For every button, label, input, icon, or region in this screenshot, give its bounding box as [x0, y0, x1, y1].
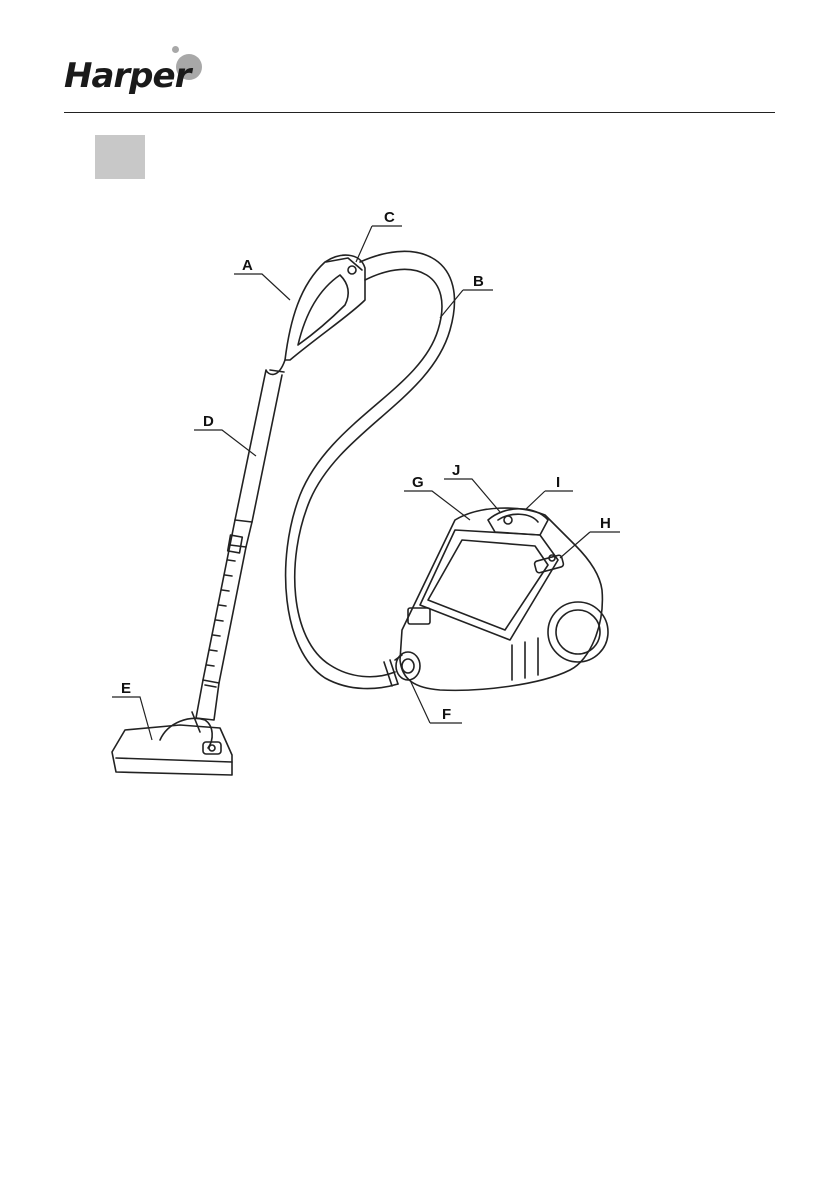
- callout-j: J: [452, 462, 460, 479]
- leader-d: [194, 430, 256, 456]
- hose-inlet: [396, 652, 420, 680]
- callout-b: B: [473, 273, 484, 290]
- leader-f: [410, 680, 462, 723]
- handle-grip: [285, 255, 365, 360]
- callout-g: G: [412, 474, 424, 491]
- leader-i: [525, 491, 573, 510]
- leader-b: [440, 290, 493, 318]
- canister-body: [400, 508, 602, 690]
- leader-e: [112, 697, 152, 740]
- callout-c: C: [384, 209, 395, 226]
- callout-e: E: [121, 680, 131, 697]
- callout-a: A: [242, 257, 253, 274]
- leader-c: [356, 226, 402, 262]
- callout-f: F: [442, 706, 451, 723]
- rear-wheel: [548, 602, 608, 662]
- callout-i: I: [556, 474, 560, 491]
- leader-h: [560, 532, 620, 558]
- callout-h: H: [600, 515, 611, 532]
- leader-g: [404, 491, 470, 520]
- callout-d: D: [203, 413, 214, 430]
- leader-a: [234, 274, 290, 300]
- wand-tube: [235, 360, 285, 522]
